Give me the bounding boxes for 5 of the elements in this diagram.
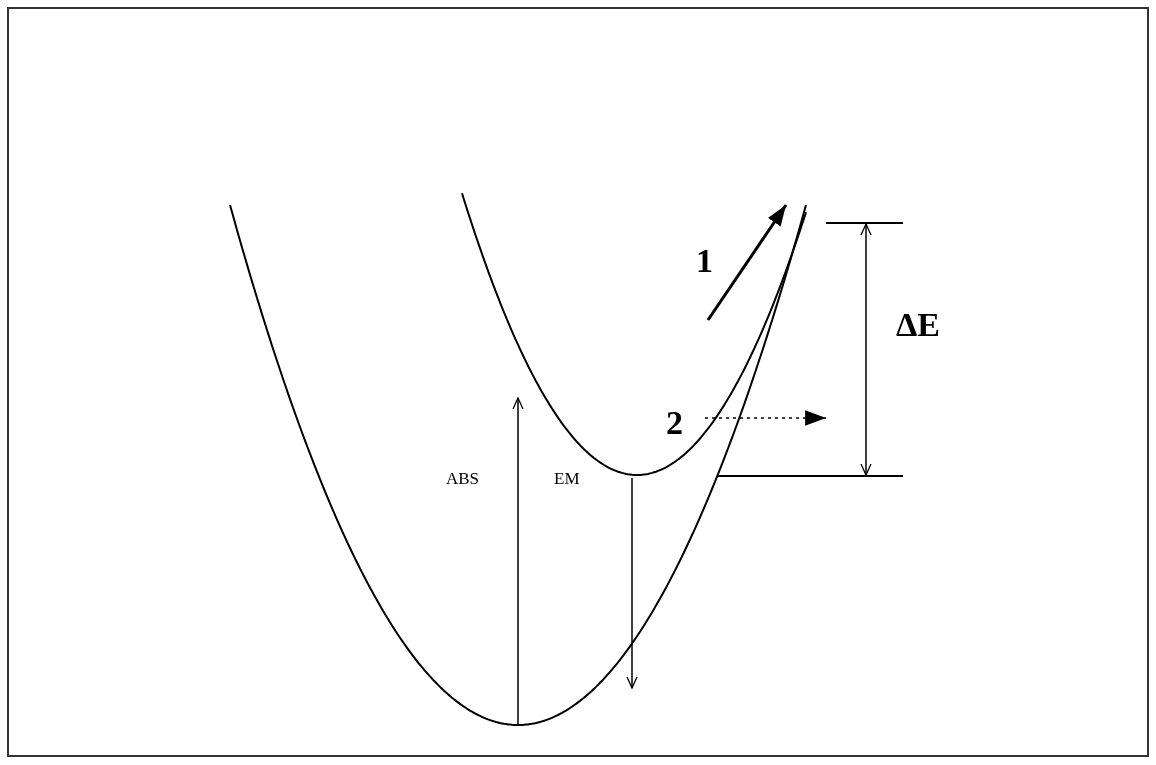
step-number: 2 — [666, 406, 683, 440]
energy-gap-label: ΔE — [896, 308, 940, 342]
step-number: 1 — [696, 244, 713, 278]
transition-label: ABS — [446, 470, 480, 487]
transition-label: EM — [554, 470, 580, 487]
